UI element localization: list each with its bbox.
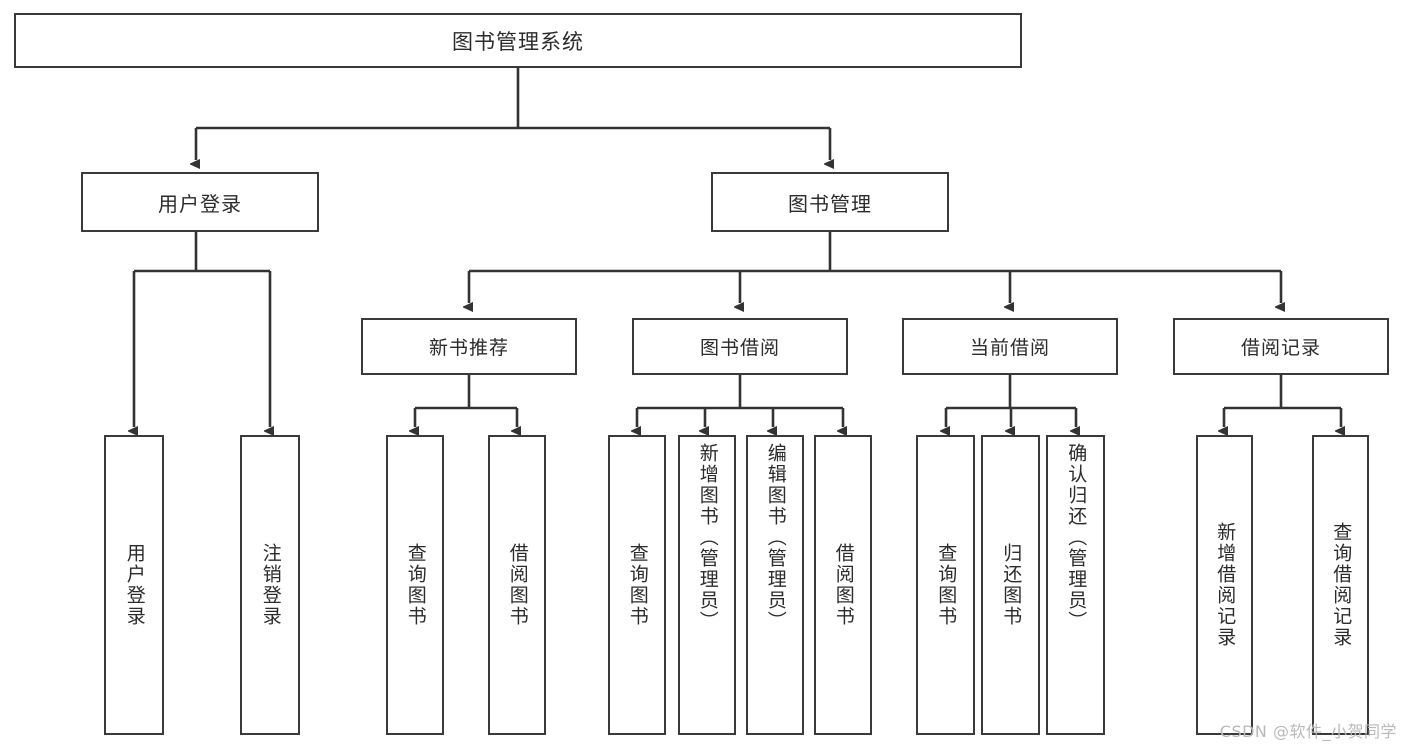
leaf-user-login[interactable]: 用户登录 (104, 435, 164, 735)
node-current-borrow-label: 当前借阅 (969, 337, 1050, 359)
leaf-current-query-book[interactable]: 查询图书 (916, 435, 975, 735)
leaf-borrow-edit-book-admin[interactable]: 编辑图书（管理员） (746, 435, 804, 735)
leaf-current-return-book[interactable]: 归还图书 (981, 435, 1040, 735)
leaf-logout-label: 注销登录 (259, 543, 282, 627)
leaf-borrow-query-book[interactable]: 查询图书 (608, 435, 666, 735)
leaf-borrow-borrow-book-label: 借阅图书 (832, 543, 855, 627)
node-new-book-recommend-label: 新书推荐 (428, 337, 509, 359)
leaf-current-confirm-return-admin-label: 确认归还（管理员） (1065, 443, 1088, 632)
node-book-management[interactable]: 图书管理 (711, 172, 949, 232)
leaf-recommend-borrow-book-label: 借阅图书 (506, 543, 529, 627)
node-user-login[interactable]: 用户登录 (81, 172, 319, 232)
node-current-borrow[interactable]: 当前借阅 (902, 318, 1118, 375)
node-root[interactable]: 图书管理系统 (14, 13, 1022, 68)
leaf-current-query-book-label: 查询图书 (935, 543, 958, 627)
leaf-borrow-add-book-admin-label: 新增图书（管理员） (696, 443, 719, 632)
leaf-borrow-query-book-label: 查询图书 (626, 543, 649, 627)
node-borrow-record-label: 借阅记录 (1240, 337, 1321, 359)
leaf-record-query-record-label: 查询借阅记录 (1330, 522, 1353, 648)
node-book-borrow-label: 图书借阅 (699, 337, 780, 359)
leaf-record-add-record[interactable]: 新增借阅记录 (1196, 435, 1253, 735)
leaf-record-add-record-label: 新增借阅记录 (1214, 522, 1237, 648)
leaf-borrow-borrow-book[interactable]: 借阅图书 (814, 435, 872, 735)
leaf-recommend-query-book-label: 查询图书 (404, 543, 427, 627)
leaf-logout[interactable]: 注销登录 (240, 435, 300, 735)
leaf-current-return-book-label: 归还图书 (1000, 543, 1023, 627)
leaf-borrow-add-book-admin[interactable]: 新增图书（管理员） (678, 435, 736, 735)
node-root-label: 图书管理系统 (452, 29, 584, 54)
node-book-borrow[interactable]: 图书借阅 (632, 318, 848, 375)
csdn-watermark: CSDN @软件_小贺同学 (1219, 722, 1397, 741)
leaf-record-query-record[interactable]: 查询借阅记录 (1312, 435, 1369, 735)
node-new-book-recommend[interactable]: 新书推荐 (361, 318, 577, 375)
leaf-recommend-query-book[interactable]: 查询图书 (386, 435, 444, 735)
leaf-borrow-edit-book-admin-label: 编辑图书（管理员） (764, 443, 787, 632)
node-borrow-record[interactable]: 借阅记录 (1173, 318, 1389, 375)
node-user-login-label: 用户登录 (158, 191, 242, 216)
leaf-user-login-label: 用户登录 (123, 543, 146, 627)
leaf-recommend-borrow-book[interactable]: 借阅图书 (488, 435, 546, 735)
node-book-management-label: 图书管理 (788, 191, 872, 216)
leaf-current-confirm-return-admin[interactable]: 确认归还（管理员） (1046, 435, 1105, 735)
